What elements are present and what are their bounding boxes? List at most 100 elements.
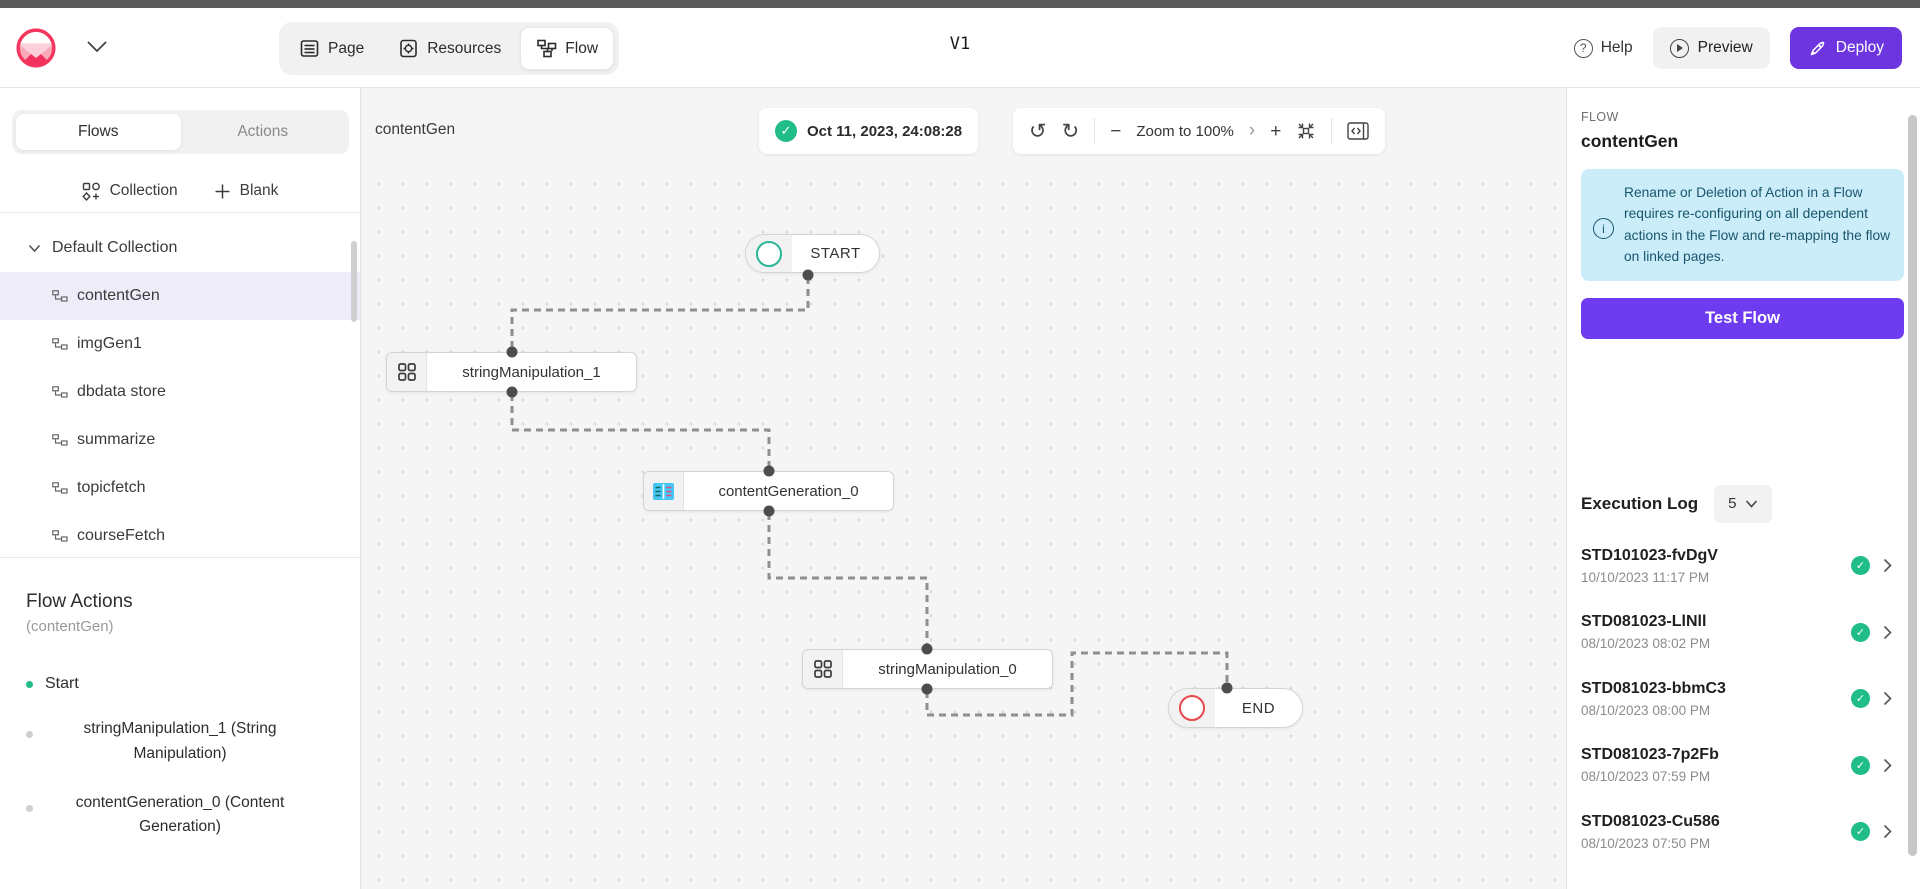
flow-title: contentGen <box>1581 131 1679 151</box>
canvas-toolbar: ↺ ↻ − Zoom to 100% › + <box>1013 108 1386 154</box>
rocket-icon <box>1810 41 1824 55</box>
flow-list-item[interactable]: contentGen <box>0 272 360 320</box>
node-string-manipulation-0[interactable]: stringManipulation_0 <box>802 649 1053 689</box>
flow-mini-icon <box>52 338 68 350</box>
node-label: END <box>1241 699 1276 717</box>
chevron-down-icon <box>1746 499 1758 508</box>
collection-default-header[interactable]: Default Collection <box>0 228 360 268</box>
collection-shapes-icon <box>81 182 100 201</box>
log-entry[interactable]: STD081023-Cu586 08/10/2023 07:50 PM ✓ <box>1581 799 1904 866</box>
log-page-size-value: 5 <box>1728 495 1737 512</box>
log-entry[interactable]: STD081023-bbmC3 08/10/2023 08:00 PM ✓ <box>1581 666 1904 733</box>
node-end[interactable]: END <box>1168 688 1303 728</box>
success-check-icon: ✓ <box>1851 822 1870 842</box>
zoom-level-label[interactable]: Zoom to 100% <box>1136 122 1234 140</box>
deploy-label: Deploy <box>1835 39 1884 56</box>
test-flow-button[interactable]: Test Flow <box>1581 297 1904 339</box>
log-entry[interactable]: STD081023-LlNll 08/10/2023 08:02 PM ✓ <box>1581 599 1904 666</box>
log-entry[interactable]: STD081023-7p2Fb 08/10/2023 07:59 PM ✓ <box>1581 732 1904 799</box>
help-button[interactable]: ? Help <box>1573 38 1633 58</box>
last-saved-badge: ✓ Oct 11, 2023, 24:08:28 <box>759 108 979 154</box>
flow-list-item[interactable]: dbdata store <box>0 368 360 416</box>
zoom-chevron-icon[interactable]: › <box>1248 120 1256 141</box>
zoom-in-icon[interactable]: + <box>1270 120 1282 142</box>
flow-action-label: Start <box>45 675 79 692</box>
flow-item-label: courseFetch <box>77 527 166 544</box>
tab-resources-label: Resources <box>427 39 502 57</box>
undo-icon[interactable]: ↺ <box>1029 119 1047 143</box>
string-manipulation-icon <box>387 353 427 391</box>
canvas-flow-name: contentGen <box>375 121 456 138</box>
flow-mini-icon <box>52 386 68 398</box>
canvas-dot-grid <box>361 166 1566 889</box>
help-label: Help <box>1600 39 1633 56</box>
tab-flows[interactable]: Flows <box>16 114 181 150</box>
flow-actions-title: Flow Actions <box>26 591 133 612</box>
tab-actions[interactable]: Actions <box>237 123 289 140</box>
fit-to-screen-icon[interactable] <box>1296 121 1316 141</box>
flow-list-item[interactable]: courseFetch <box>0 512 360 558</box>
node-label: stringManipulation_1 <box>462 363 601 381</box>
chevron-right-icon[interactable] <box>1883 625 1892 640</box>
log-entry[interactable]: STD101023-fvDgV 10/10/2023 11:17 PM ✓ <box>1581 533 1904 600</box>
collection-name: Default Collection <box>52 239 178 256</box>
create-buttons-row: Collection Blank <box>0 171 360 211</box>
app-logo[interactable] <box>16 28 56 68</box>
log-entry-id: STD101023-fvDgV <box>1581 546 1718 564</box>
flow-item-label: contentGen <box>77 287 160 304</box>
app-switcher-chevron-down-icon[interactable] <box>86 40 108 53</box>
log-entry-id: STD081023-bbmC3 <box>1581 679 1726 697</box>
chevron-right-icon[interactable] <box>1883 824 1892 839</box>
flows-list: Default Collection contentGen imgGen1 db… <box>0 228 360 558</box>
success-check-icon: ✓ <box>1851 622 1870 642</box>
flow-canvas[interactable]: contentGen ✓ Oct 11, 2023, 24:08:28 ↺ ↻ … <box>361 88 1566 889</box>
chevron-right-icon[interactable] <box>1883 758 1892 773</box>
tab-page[interactable]: Page <box>284 27 379 70</box>
new-collection-button[interactable]: Collection <box>81 182 178 201</box>
preview-button[interactable]: Preview <box>1652 27 1770 69</box>
node-string-manipulation-1[interactable]: stringManipulation_1 <box>386 352 637 392</box>
window-top-strip <box>0 0 1920 8</box>
flow-action-item[interactable]: contentGeneration_0 (Content Generation) <box>0 791 360 841</box>
flow-action-item-start[interactable]: Start <box>26 675 360 693</box>
log-entry-id: STD081023-7p2Fb <box>1581 746 1719 764</box>
last-saved-time: Oct 11, 2023, 24:08:28 <box>807 122 963 140</box>
zoom-out-icon[interactable]: − <box>1110 120 1122 142</box>
node-content-generation-0[interactable]: contentGeneration_0 <box>643 471 894 511</box>
node-start[interactable]: START <box>745 234 880 273</box>
flow-mini-icon <box>52 482 68 494</box>
flow-mini-icon <box>52 434 68 446</box>
chevron-right-icon[interactable] <box>1883 691 1892 706</box>
toolbar-divider <box>1331 118 1333 144</box>
flow-action-item[interactable]: stringManipulation_1 (String Manipulatio… <box>0 717 360 767</box>
play-circle-icon <box>1669 38 1689 58</box>
tab-flow[interactable]: Flow <box>520 27 615 70</box>
log-entry-time: 08/10/2023 07:59 PM <box>1581 769 1711 785</box>
success-check-icon: ✓ <box>1851 556 1870 576</box>
new-blank-flow-button[interactable]: Blank <box>214 182 278 200</box>
tab-resources[interactable]: Resources <box>383 27 516 70</box>
node-label: START <box>810 245 861 262</box>
flow-list-item[interactable]: summarize <box>0 416 360 464</box>
log-entry-id: STD081023-Cu586 <box>1581 812 1720 830</box>
flows-list-scrollbar[interactable] <box>351 241 357 322</box>
flow-kicker-label: FLOW <box>1581 110 1619 124</box>
end-ring-icon <box>1179 695 1205 721</box>
code-panel-icon[interactable] <box>1347 122 1370 140</box>
chevron-right-icon[interactable] <box>1883 558 1892 573</box>
flow-actions-panel: Flow Actions (contentGen) Start stringMa… <box>0 558 360 889</box>
flow-detail-panel: FLOW contentGen i Rename or Deletion of … <box>1566 88 1920 889</box>
flow-list-item[interactable]: imgGen1 <box>0 320 360 368</box>
info-icon: i <box>1593 218 1614 239</box>
rename-warning-infobox: i Rename or Deletion of Action in a Flow… <box>1581 169 1904 281</box>
redo-icon[interactable]: ↻ <box>1061 119 1080 143</box>
sidebar-tabs: Flows Actions <box>12 110 349 154</box>
flow-list-item[interactable]: topicfetch <box>0 464 360 512</box>
window-scrollbar[interactable] <box>1908 115 1917 856</box>
help-question-icon: ? <box>1573 38 1593 58</box>
deploy-button[interactable]: Deploy <box>1789 27 1902 69</box>
resources-icon <box>400 39 418 58</box>
log-page-size-dropdown[interactable]: 5 <box>1714 484 1773 523</box>
start-ring-icon <box>756 240 782 267</box>
flow-mini-icon <box>52 530 68 542</box>
